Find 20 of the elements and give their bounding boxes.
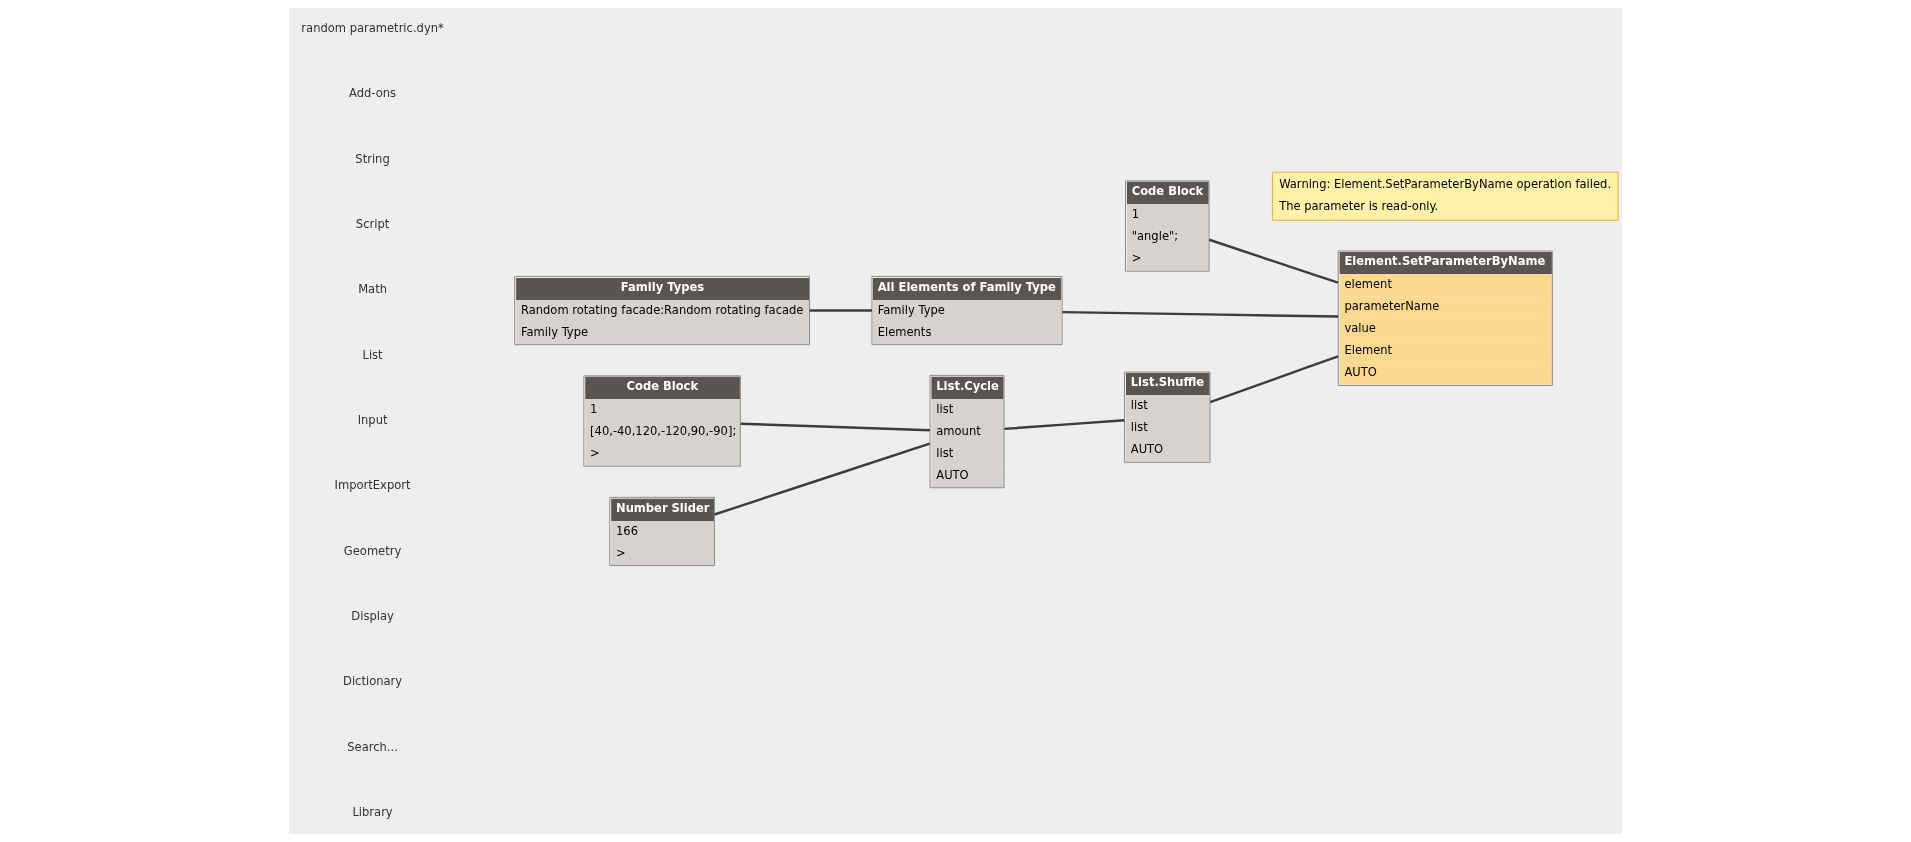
connector xyxy=(1209,355,1339,404)
label: Library xyxy=(352,804,393,819)
label: Dictionary xyxy=(343,674,403,689)
label: Search... xyxy=(347,739,398,754)
label: Geometry xyxy=(343,543,402,558)
label: List xyxy=(362,347,383,362)
connector xyxy=(809,309,872,312)
connector xyxy=(1004,419,1125,431)
label: Math xyxy=(358,282,387,297)
connector xyxy=(1062,310,1339,318)
connector xyxy=(1208,238,1339,284)
label: random parametric.dyn* xyxy=(301,21,444,36)
label: String xyxy=(355,151,390,166)
label: Script xyxy=(355,217,390,232)
label: Display xyxy=(351,608,394,623)
label: ImportExport xyxy=(334,478,411,493)
label: Input xyxy=(357,412,388,427)
label: Add-ons xyxy=(349,86,397,101)
connector xyxy=(714,442,931,516)
connector xyxy=(740,422,930,432)
